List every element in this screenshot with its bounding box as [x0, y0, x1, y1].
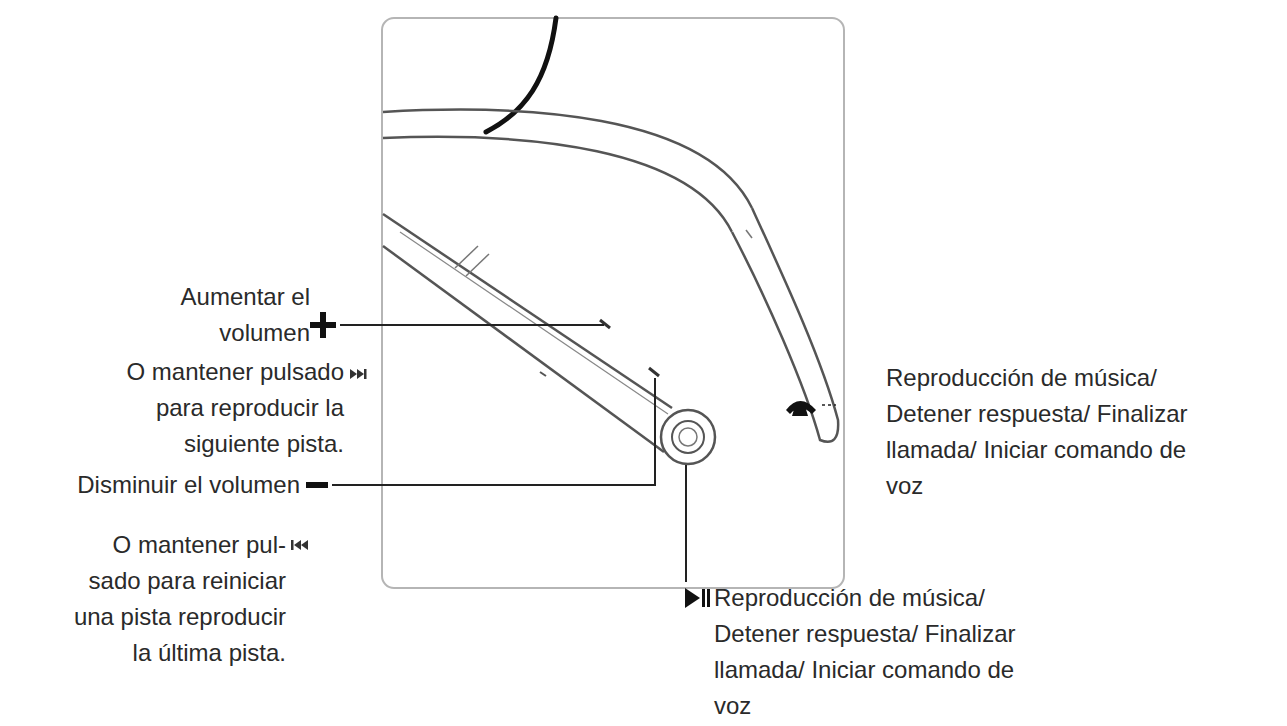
- play-pause-symbol: [685, 588, 710, 608]
- function-label: Reproducción de música/ Detener respuest…: [886, 360, 1216, 504]
- leader-line: [332, 378, 655, 485]
- left-arm-edge: [383, 214, 672, 408]
- function-label: O mantener pulsado para reproducir la si…: [104, 354, 344, 462]
- plus-symbol: [310, 312, 336, 338]
- leader-line: [822, 404, 836, 406]
- function-label: Disminuir el volumen: [77, 467, 300, 503]
- function-label: Reproducción de música/ Detener respuest…: [714, 580, 1044, 724]
- minus-symbol: [306, 482, 328, 488]
- joint-mark: [466, 254, 489, 276]
- leader-line: [340, 324, 604, 326]
- leader-line: [685, 465, 687, 582]
- previous-track-symbol: [291, 540, 308, 550]
- play-button-ring: [672, 421, 704, 453]
- next-track-symbol: [350, 369, 367, 379]
- play-button: [661, 410, 715, 464]
- right-arm: [732, 208, 838, 442]
- neckband-edge: [383, 137, 732, 232]
- joint-mark: [455, 246, 478, 268]
- left-arm-edge: [383, 246, 664, 452]
- left-arm-ridge: [400, 232, 668, 414]
- play-button-center: [679, 428, 697, 446]
- cable: [486, 18, 556, 132]
- joint-mark: [540, 372, 546, 376]
- neckband-edge: [383, 110, 752, 208]
- picture-frame: [382, 18, 844, 588]
- joint-mark: [746, 230, 752, 238]
- function-label: O mantener pul- sado para reiniciar una …: [54, 527, 286, 671]
- function-label: Aumentar el volumen: [160, 279, 310, 351]
- phone-symbol: [786, 401, 816, 416]
- volume-down-button: [649, 368, 659, 376]
